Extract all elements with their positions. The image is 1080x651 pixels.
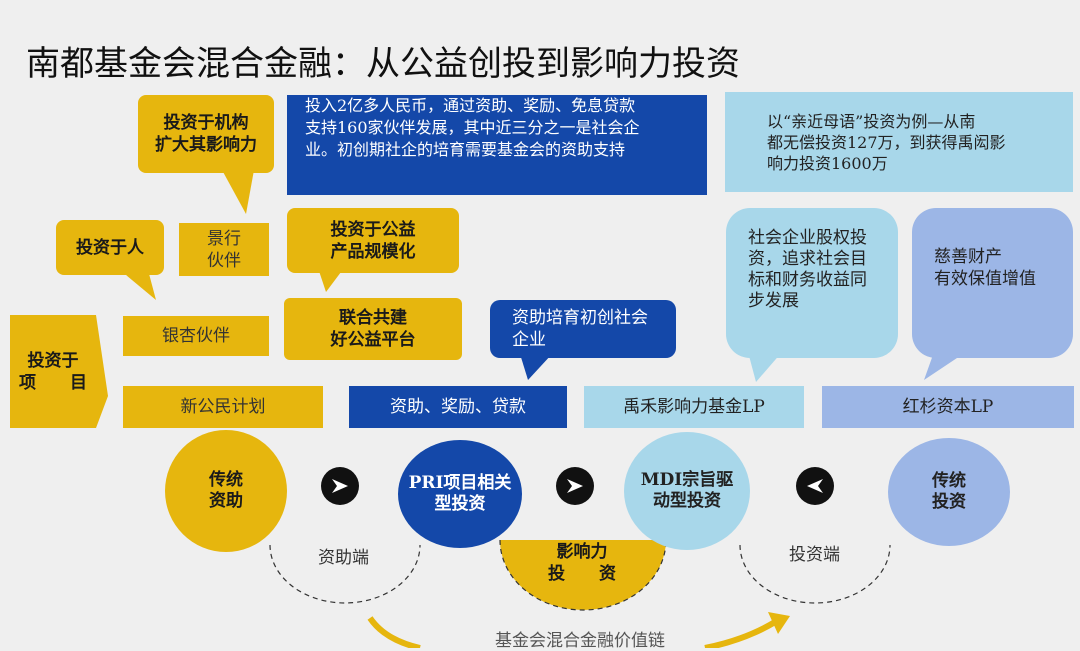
- example-box: 以“亲近母语”投资为例—从南 都无偿投资127万，到获得禹闳影 响力投资1600…: [725, 92, 1073, 192]
- product-bubble-tail: [318, 268, 344, 292]
- equity-bubble-tail: [748, 352, 782, 382]
- impact-line1: 影响力: [556, 542, 608, 562]
- grant-end-label: 资助端: [318, 548, 369, 568]
- incubate-line2: 企业: [512, 330, 546, 350]
- ginkgo-partner-box: 银杏伙伴: [123, 316, 269, 356]
- mdi-circle: MDI宗旨驱 动型投资: [624, 432, 750, 550]
- institution-bubble: 投资于机构 扩大其影响力: [138, 95, 274, 173]
- traditional-grant-line1: 传统: [209, 470, 243, 490]
- new-citizen-plan-bar: 新公民计划: [123, 386, 323, 428]
- incubate-bubble-tail: [520, 354, 552, 380]
- grants-bar: 资助、奖励、贷款: [349, 386, 567, 428]
- equity-line4: 步发展: [748, 291, 799, 311]
- mdi-line2: 动型投资: [653, 491, 721, 511]
- impact-dashed-arc: [499, 539, 667, 611]
- platform-line1: 联合共建: [339, 308, 407, 328]
- yuhe-fund-bar: 禹禾影响力基金LP: [584, 386, 804, 428]
- impact-half-circle: [500, 540, 666, 610]
- value-chain-right-arrow: [704, 619, 777, 648]
- incubate-line1: 资助培育初创社会: [512, 308, 648, 328]
- institution-bubble-line2: 扩大其影响力: [155, 135, 257, 155]
- example-line2: 都无偿投资127万，到获得禹闳影: [767, 132, 1006, 152]
- traditional-grant-circle: 传统 资助: [165, 430, 287, 552]
- jingxing-partner-box: 景行 伙伴: [179, 223, 269, 276]
- left-arrow-icon: [796, 467, 834, 505]
- people-bubble: 投资于人: [56, 220, 164, 275]
- charity-bubble: 慈善财产 有效保值增值: [912, 208, 1073, 358]
- value-chain-arrowhead: [768, 612, 790, 634]
- project-box: 投资于 项 目: [10, 315, 96, 428]
- jingxing-line2: 伙伴: [207, 250, 241, 271]
- jingxing-line1: 景行: [207, 228, 241, 249]
- investment-info-box: 投入2亿多人民币，通过资助、奖励、免息贷款 支持160家伙伴发展，其中近三分之一…: [287, 95, 707, 195]
- incubate-bubble: 资助培育初创社会 企业: [490, 300, 676, 358]
- invest-end-dashed-arc: [739, 544, 891, 604]
- product-line2: 产品规模化: [330, 241, 416, 262]
- value-chain-left-arrow: [367, 616, 421, 648]
- institution-bubble-line1: 投资于机构: [163, 113, 249, 133]
- equity-line3: 标和财务收益同: [748, 270, 867, 290]
- people-bubble-tail: [120, 270, 156, 300]
- platform-line2: 好公益平台: [330, 330, 416, 350]
- info-line3: 业。初创期社企的培育需要基金会的资助支持: [305, 140, 626, 159]
- traditional-grant-line2: 资助: [209, 491, 243, 511]
- example-line1: 以“亲近母语”投资为例—从南: [767, 111, 976, 131]
- platform-box: 联合共建 好公益平台: [284, 298, 462, 360]
- traditional-invest-line1: 传统: [932, 471, 966, 491]
- charity-bubble-tail: [924, 352, 966, 380]
- product-line1: 投资于公益: [330, 219, 416, 240]
- equity-bubble: 社会企业股权投 资，追求社会目 标和财务收益同 步发展: [726, 208, 898, 358]
- charity-line2: 有效保值增值: [934, 269, 1036, 289]
- page-title: 南都基金会混合金融：从公益创投到影响力投资: [26, 44, 740, 84]
- right-arrow-icon: [556, 467, 594, 505]
- institution-bubble-tail: [222, 170, 254, 214]
- mdi-line1: MDI宗旨驱: [640, 470, 734, 490]
- grant-end-dashed-arc: [269, 544, 421, 604]
- charity-line1: 慈善财产: [934, 247, 1002, 267]
- equity-line1: 社会企业股权投: [748, 228, 867, 248]
- equity-line2: 资，追求社会目: [748, 249, 867, 269]
- pri-circle: PRI项目相关 型投资: [398, 440, 522, 548]
- project-box-point: [96, 315, 108, 428]
- project-box-line2: 项 目: [19, 372, 87, 393]
- invest-end-label: 投资端: [789, 545, 840, 565]
- traditional-invest-line2: 投资: [932, 492, 966, 512]
- impact-invest-label: 影响力 投 资: [536, 540, 628, 586]
- project-box-line1: 投资于: [27, 350, 79, 371]
- sequoia-bar: 红杉资本LP: [822, 386, 1074, 428]
- traditional-invest-circle: 传统 投资: [888, 438, 1010, 546]
- pri-line2: 型投资: [434, 494, 486, 514]
- right-arrow-icon: [321, 467, 359, 505]
- info-line1: 投入2亿多人民币，通过资助、奖励、免息贷款: [305, 96, 636, 115]
- value-chain-label: 基金会混合金融价值链: [495, 631, 665, 651]
- info-line2: 支持160家伙伴发展，其中近三分之一是社会企: [305, 118, 640, 137]
- impact-line2: 投 资: [548, 564, 616, 584]
- example-line3: 响力投资1600万: [767, 153, 888, 173]
- product-scale-bubble: 投资于公益 产品规模化: [287, 208, 459, 273]
- pri-line1: PRI项目相关: [408, 473, 512, 493]
